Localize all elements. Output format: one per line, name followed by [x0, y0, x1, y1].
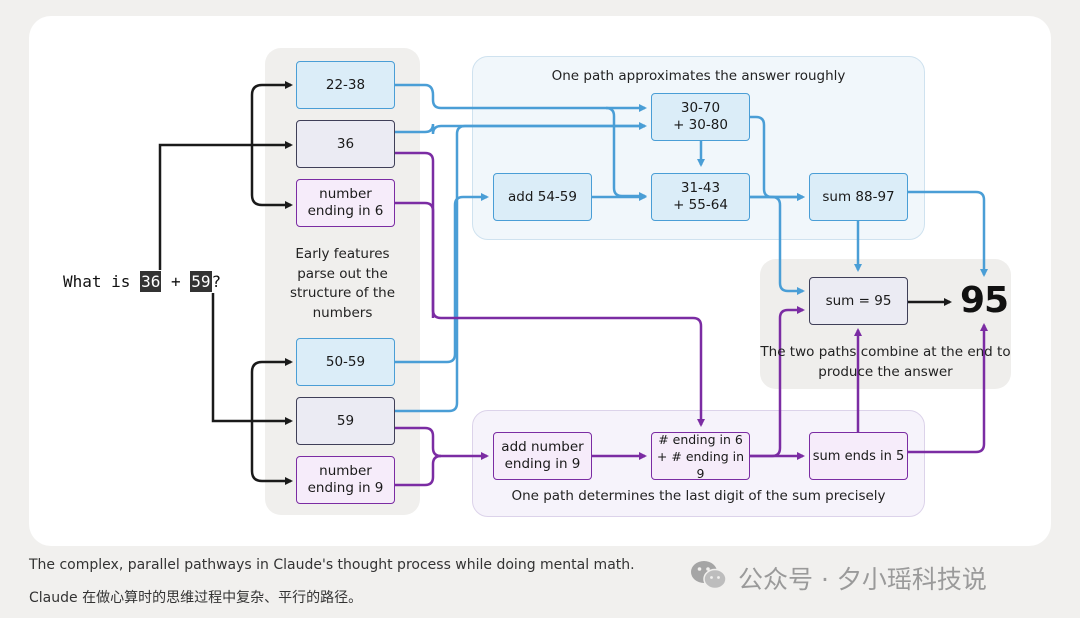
- question-operator: +: [161, 272, 191, 291]
- wire-59-to-3070: [395, 124, 645, 413]
- question-prefix: What is: [63, 272, 141, 291]
- wire-end6-to-path: [395, 201, 435, 318]
- digit-path-caption: One path determines the last digit of th…: [511, 488, 886, 504]
- node-sum-equals-95: sum = 95: [809, 277, 908, 325]
- node-59: 59: [296, 397, 395, 445]
- wechat-icon: [690, 559, 728, 597]
- caption-chinese: Claude 在做心算时的思维过程中复杂、平行的路径。: [29, 590, 363, 606]
- wire-bot-to-50-59: [250, 358, 293, 421]
- wire-36-to-top: [158, 143, 252, 270]
- wire-end9-to-addnum9: [395, 454, 442, 487]
- node-50-59: 50-59: [296, 338, 395, 386]
- wire-top-to-22-38: [250, 81, 293, 145]
- watermark: 公众号 · 夕小瑶科技说: [690, 559, 987, 597]
- node-add-number-ending-in-9: add number ending in 9: [493, 432, 592, 480]
- early-features-caption: Early features parse out the structure o…: [289, 246, 395, 321]
- wire-50-59-to-add54: [395, 193, 489, 364]
- wire-top-to-end6: [250, 145, 293, 209]
- node-sum-88-97: sum 88-97: [809, 173, 908, 221]
- wire-59-to-addnum9: [395, 426, 489, 460]
- wire-hash-to-sum95: [750, 306, 805, 458]
- question-suffix: ?: [211, 272, 222, 291]
- combine-caption: The two paths combine at the end to prod…: [760, 344, 1011, 380]
- wire-22-38-to-3070: [395, 83, 647, 112]
- wire-22-38-to-3143: [605, 106, 647, 200]
- operand-36: 36: [140, 271, 162, 292]
- node-number-ending-in-9: number ending in 9: [296, 456, 395, 504]
- node-36: 36: [296, 120, 395, 168]
- node-hash-ending-in-6-plus-9: # ending in 6 + # ending in 9: [651, 432, 750, 481]
- caption-english: The complex, parallel pathways in Claude…: [29, 557, 635, 573]
- watermark-text: 公众号 · 夕小瑶科技说: [738, 565, 987, 594]
- node-add-54-59: add 54-59: [493, 173, 592, 221]
- node-31-43-plus-55-64: 31-43 + 55-64: [651, 173, 750, 221]
- approx-path-caption: One path approximates the answer roughly: [551, 68, 846, 84]
- node-30-70-plus-30-80: 30-70 + 30-80: [651, 93, 750, 141]
- wire-36-to-hash: [395, 151, 705, 427]
- wire-sum8897-to-answer: [908, 190, 988, 277]
- node-number-ending-in-6: number ending in 6: [296, 179, 395, 227]
- final-answer: 95: [960, 280, 1009, 321]
- wire-bot-to-end9: [250, 421, 293, 485]
- wire-3070-to-sum8897: [750, 115, 805, 201]
- operand-59: 59: [190, 271, 212, 292]
- wire-59-to-bottom: [211, 293, 252, 423]
- wire-3143-to-sum95: [750, 195, 805, 295]
- wire-sumends-to-answer: [908, 323, 988, 454]
- node-sum-ends-in-5: sum ends in 5: [809, 432, 908, 480]
- wire-36-to-3070: [395, 122, 647, 135]
- question-text: What is 36 + 59?: [63, 271, 222, 292]
- node-22-38: 22-38: [296, 61, 395, 109]
